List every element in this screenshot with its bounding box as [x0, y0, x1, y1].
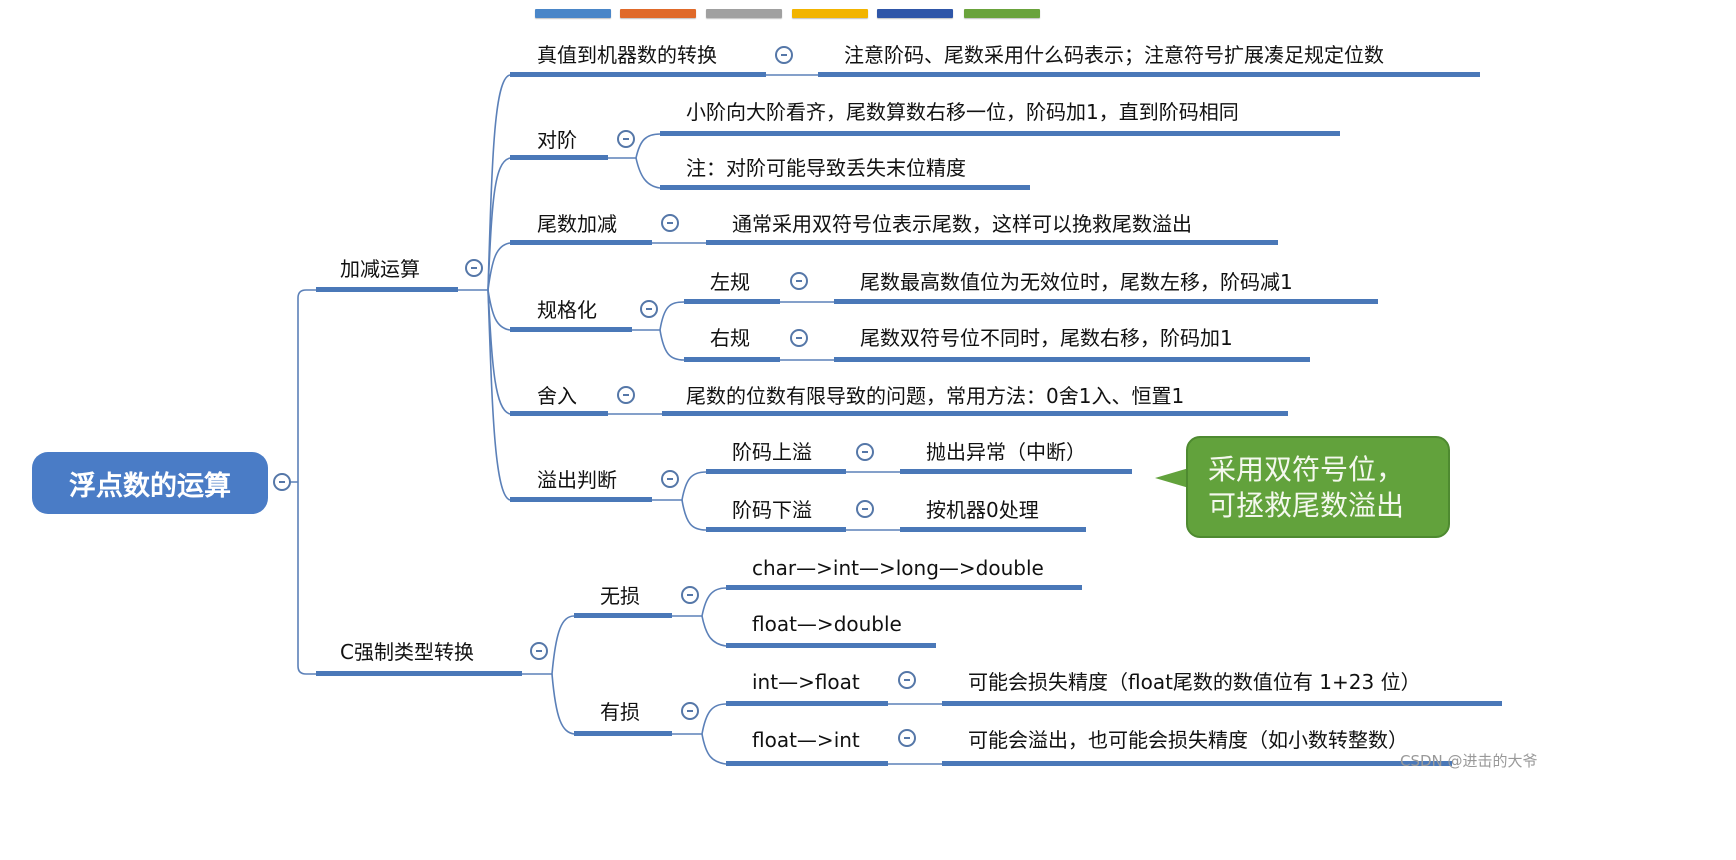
collapse-toggle-right-normalize[interactable] — [790, 329, 808, 347]
collapse-toggle-round[interactable] — [617, 386, 635, 404]
node-overflow[interactable]: 溢出判断 — [537, 468, 617, 492]
collapse-toggle-addsub[interactable] — [465, 259, 483, 277]
callout-line-2: 可拯救尾数溢出 — [1208, 489, 1405, 522]
underline-note-exp-underflow — [900, 527, 1086, 532]
palette-swatch-orange[interactable] — [620, 9, 696, 18]
collapse-toggle-lossy[interactable] — [681, 702, 699, 720]
underline-note-convert — [818, 72, 1480, 77]
callout-note[interactable]: 采用双符号位， 可拯救尾数溢出 — [1186, 436, 1450, 538]
item-lossless-1[interactable]: char—>int—>long—>double — [752, 556, 1044, 580]
note-align-1[interactable]: 小阶向大阶看齐，尾数算数右移一位，阶码加1，直到阶码相同 — [686, 100, 1239, 124]
underline-item-lossless-2 — [726, 643, 936, 648]
node-float-int[interactable]: float—>int — [752, 728, 860, 752]
node-round[interactable]: 舍入 — [537, 384, 577, 408]
underline-note-align-1 — [660, 131, 1340, 136]
underline-lossless — [574, 613, 672, 618]
node-int-float[interactable]: int—>float — [752, 670, 860, 694]
node-cast[interactable]: C强制类型转换 — [340, 640, 474, 664]
node-normalize[interactable]: 规格化 — [537, 298, 597, 322]
collapse-toggle-lossless[interactable] — [681, 586, 699, 604]
underline-note-right-normalize — [834, 357, 1310, 362]
node-lossless[interactable]: 无损 — [600, 584, 640, 608]
note-mantissa[interactable]: 通常采用双符号位表示尾数，这样可以挽救尾数溢出 — [732, 212, 1192, 236]
underline-round — [510, 411, 608, 416]
palette-swatch-yellow[interactable] — [792, 9, 868, 18]
collapse-toggle-cast[interactable] — [530, 642, 548, 660]
underline-note-left-normalize — [834, 299, 1378, 304]
node-lossy[interactable]: 有损 — [600, 700, 640, 724]
collapse-toggle-normalize[interactable] — [640, 300, 658, 318]
note-right-normalize[interactable]: 尾数双符号位不同时，尾数右移，阶码加1 — [860, 326, 1233, 350]
underline-mantissa — [510, 240, 652, 245]
node-convert[interactable]: 真值到机器数的转换 — [537, 43, 717, 67]
underline-int-float — [726, 701, 888, 706]
root-label: 浮点数的运算 — [69, 470, 231, 502]
underline-cast — [316, 671, 522, 676]
palette-swatch-gray[interactable] — [706, 9, 782, 18]
underline-note-exp-overflow — [900, 469, 1132, 474]
node-left-normalize[interactable]: 左规 — [710, 270, 750, 294]
collapse-toggle-float-int[interactable] — [898, 729, 916, 747]
node-exp-overflow[interactable]: 阶码上溢 — [732, 440, 812, 464]
note-left-normalize[interactable]: 尾数最高数值位为无效位时，尾数左移，阶码减1 — [860, 270, 1293, 294]
underline-right-normalize — [684, 357, 780, 362]
node-addsub[interactable]: 加减运算 — [340, 257, 420, 281]
note-align-2[interactable]: 注：对阶可能导致丢失末位精度 — [686, 156, 966, 180]
underline-note-int-float — [942, 701, 1502, 706]
collapse-toggle-align[interactable] — [617, 130, 635, 148]
note-convert[interactable]: 注意阶码、尾数采用什么码表示；注意符号扩展凑足规定位数 — [844, 43, 1384, 67]
collapse-toggle-left-normalize[interactable] — [790, 272, 808, 290]
underline-normalize — [510, 327, 632, 332]
palette-swatch-navy[interactable] — [877, 9, 953, 18]
node-mantissa[interactable]: 尾数加减 — [537, 212, 617, 236]
underline-exp-overflow — [706, 469, 846, 474]
underline-item-lossless-1 — [726, 585, 1082, 590]
collapse-toggle-convert[interactable] — [775, 46, 793, 64]
callout-line-1: 采用双符号位， — [1208, 453, 1405, 486]
underline-exp-underflow — [706, 527, 846, 532]
underline-note-round — [662, 411, 1288, 416]
callout-pointer — [1155, 468, 1189, 488]
node-exp-underflow[interactable]: 阶码下溢 — [732, 498, 812, 522]
note-round[interactable]: 尾数的位数有限导致的问题，常用方法：0舍1入、恒置1 — [686, 384, 1185, 408]
underline-overflow — [510, 497, 652, 502]
underline-note-mantissa — [706, 240, 1278, 245]
item-lossless-2[interactable]: float—>double — [752, 612, 902, 636]
collapse-toggle-exp-overflow[interactable] — [856, 443, 874, 461]
underline-left-normalize — [684, 299, 780, 304]
collapse-toggle-overflow[interactable] — [661, 470, 679, 488]
collapse-toggle-int-float[interactable] — [898, 671, 916, 689]
palette-swatch-green[interactable] — [964, 9, 1040, 18]
underline-note-align-2 — [660, 185, 1030, 190]
underline-float-int — [726, 761, 888, 766]
underline-convert — [510, 72, 766, 77]
collapse-toggle-root[interactable] — [273, 473, 291, 491]
collapse-toggle-exp-underflow[interactable] — [856, 500, 874, 518]
note-int-float[interactable]: 可能会损失精度（float尾数的数值位有 1+23 位） — [968, 670, 1421, 694]
collapse-toggle-mantissa[interactable] — [661, 214, 679, 232]
root-node[interactable]: 浮点数的运算 — [32, 452, 268, 514]
underline-addsub — [316, 287, 458, 292]
note-exp-underflow[interactable]: 按机器0处理 — [926, 498, 1039, 522]
watermark: CSDN @进击的大爷 — [1400, 752, 1538, 770]
palette-swatch-blue[interactable] — [535, 9, 611, 18]
underline-align — [510, 155, 608, 160]
underline-note-float-int — [942, 761, 1452, 766]
note-exp-overflow[interactable]: 抛出异常（中断） — [926, 440, 1086, 464]
underline-lossy — [574, 731, 672, 736]
node-align[interactable]: 对阶 — [537, 128, 577, 152]
node-right-normalize[interactable]: 右规 — [710, 326, 750, 350]
note-float-int[interactable]: 可能会溢出，也可能会损失精度（如小数转整数） — [968, 728, 1408, 752]
